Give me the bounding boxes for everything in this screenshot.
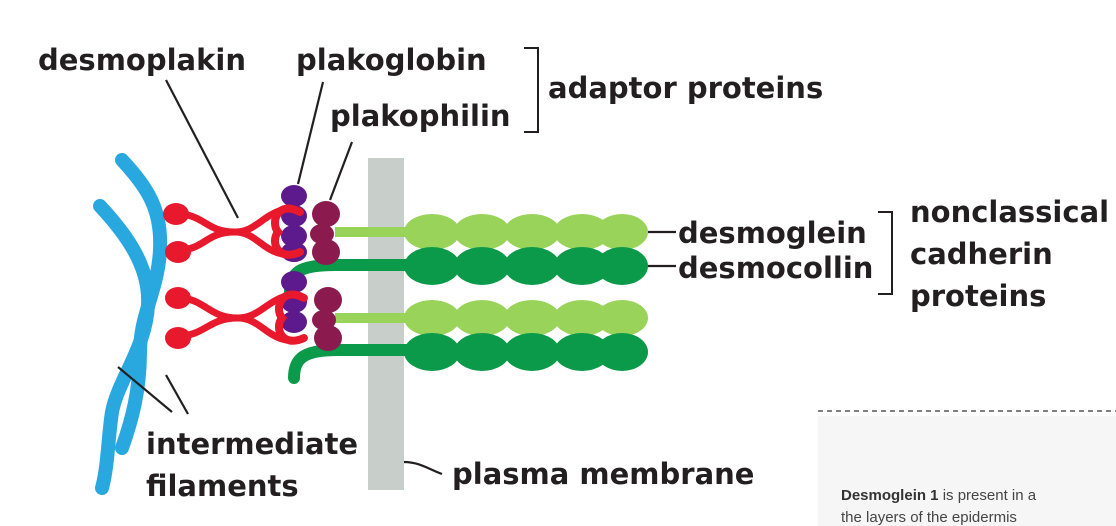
desmocollin-beads-lower — [404, 333, 648, 371]
label-cadherin: cadherin — [910, 237, 1053, 271]
desmoglein-domain — [596, 300, 648, 336]
desmocollin-domain — [554, 333, 610, 371]
plakophilin — [310, 201, 342, 351]
leader-plakophilin — [328, 141, 354, 201]
desmoglein-domain — [504, 300, 560, 336]
plakophilin-domain — [310, 224, 334, 244]
filament-strand-left — [93, 199, 156, 495]
desmoplakin-rod — [174, 314, 290, 344]
plakoglobin-domain — [281, 185, 307, 207]
label-plasma-membrane: plasma membrane — [452, 457, 754, 491]
label-intermediate: intermediate — [146, 427, 358, 461]
leader-filaments-a — [117, 366, 173, 413]
desmoglein-domain — [404, 300, 460, 336]
desmocollin-domain — [454, 333, 510, 371]
desmocollin-domain — [596, 247, 648, 285]
desmoglein-domain — [554, 300, 610, 336]
desmocollin-domain — [504, 333, 560, 371]
leader-plakoglobin — [296, 81, 325, 185]
plakoglobin-domain — [281, 225, 307, 247]
bracket-adaptor-proteins — [524, 47, 539, 133]
desmoglein-domain — [554, 214, 610, 250]
inset-text-line1: Desmoglein 1 is present in a — [841, 487, 1037, 504]
label-plakoglobin: plakoglobin — [296, 43, 487, 77]
desmocollin-domain — [454, 247, 510, 285]
label-desmocollin: desmocollin — [678, 251, 873, 285]
leader-desmoplakin — [165, 79, 239, 219]
desmocollin-domain — [504, 247, 560, 285]
leader-lines — [117, 79, 676, 476]
desmocollin-domain — [404, 247, 460, 285]
plasma-membrane — [368, 158, 404, 490]
label-nonclassical: nonclassical — [910, 195, 1109, 229]
desmoglein-beads-lower — [404, 300, 648, 336]
label-proteins: proteins — [910, 279, 1046, 313]
desmoplakin-end — [165, 327, 191, 349]
inset-panel: Desmoglein 1 is present in a the layers … — [818, 410, 1116, 526]
desmoplakin-end — [163, 203, 189, 225]
plakoglobin-domain — [281, 311, 307, 333]
desmoplakin-end — [165, 241, 191, 263]
desmoplakin-head — [271, 204, 304, 259]
desmoglein-domain — [454, 214, 510, 250]
plakophilin-domain — [312, 239, 340, 265]
desmoplakin-rod — [174, 292, 290, 322]
plakophilin-domain — [312, 201, 340, 227]
desmoglein-beads-upper — [404, 214, 648, 250]
desmocollin-domain — [404, 333, 460, 371]
bracket-nonclassical-cadherin — [878, 211, 893, 295]
desmoglein-domain — [504, 214, 560, 250]
inset-background — [818, 416, 1116, 526]
leader-filaments-b — [165, 374, 189, 415]
label-desmoplakin: desmoplakin — [38, 43, 246, 77]
plakoglobin-domain — [281, 271, 307, 293]
desmocollin-tail-lower — [288, 344, 416, 384]
desmocollin-beads-upper — [404, 247, 648, 285]
label-desmoglein: desmoglein — [678, 216, 867, 250]
desmoplakin — [163, 203, 308, 349]
plakophilin-domain — [314, 287, 342, 313]
desmoplakin-rod — [174, 228, 286, 258]
desmocollin-domain — [554, 247, 610, 285]
plakoglobin — [281, 185, 307, 333]
plakophilin-domain — [314, 325, 342, 351]
inset-text-line2: the layers of the epidermis — [841, 509, 1017, 526]
desmoplakin-rod — [172, 206, 286, 236]
desmoplakin-head — [275, 290, 308, 345]
desmoglein-tails — [335, 227, 410, 323]
desmoglein-domain — [454, 300, 510, 336]
label-filaments: filaments — [146, 469, 299, 503]
intermediate-filaments — [93, 153, 168, 495]
label-adaptor-proteins: adaptor proteins — [548, 71, 823, 105]
leader-plasma-membrane — [403, 460, 443, 476]
desmoplakin-end — [165, 287, 191, 309]
plakophilin-domain — [312, 310, 336, 330]
desmocollin-domain — [596, 333, 648, 371]
desmoglein-domain — [596, 214, 648, 250]
label-plakophilin: plakophilin — [330, 99, 511, 133]
desmoglein-domain — [404, 214, 460, 250]
